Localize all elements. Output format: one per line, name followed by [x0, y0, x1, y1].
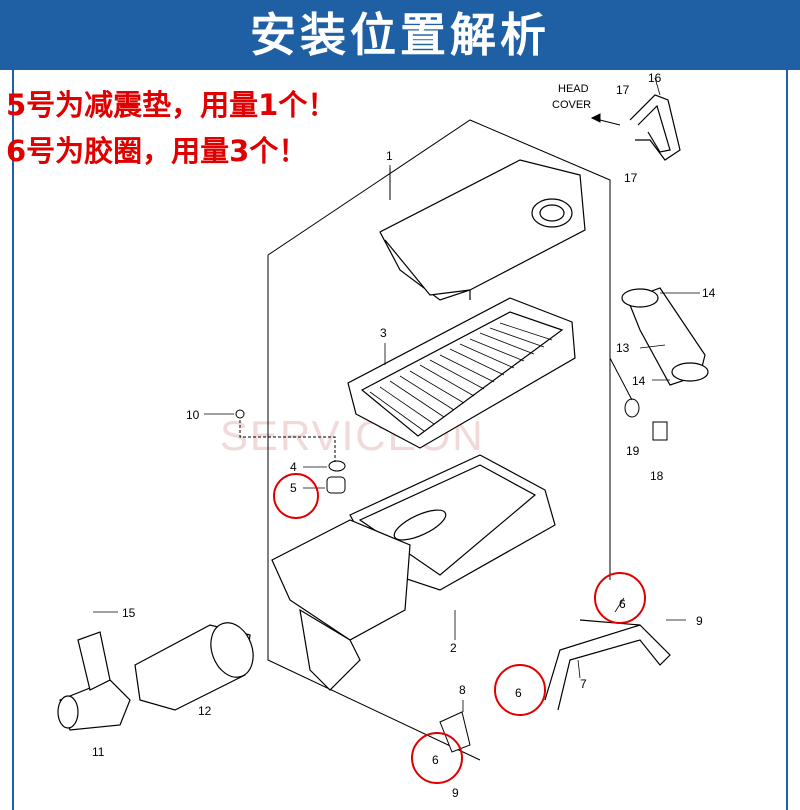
label-part-14-bottom: 14: [632, 374, 646, 388]
highlight-circles: [273, 473, 646, 784]
highlight-part-6-right: [594, 572, 646, 624]
label-part-9-right: 9: [696, 614, 703, 628]
label-part-13: 13: [616, 341, 630, 355]
air-filter-element: [347, 297, 576, 449]
label-part-19: 19: [626, 444, 640, 458]
label-part-4: 4: [290, 460, 297, 474]
label-part-17-top: 17: [616, 83, 630, 97]
bracket: [544, 619, 671, 711]
leader-lines: [93, 77, 700, 712]
breather-hose: [629, 94, 681, 161]
highlight-part-5: [273, 473, 319, 519]
label-part-17-bottom: 17: [624, 171, 638, 185]
label-part-1: 1: [386, 149, 393, 163]
label-part-6-bottom: 6: [432, 753, 439, 767]
label-part-14-top: 14: [702, 286, 716, 300]
label-part-3: 3: [380, 326, 387, 340]
label-part-9-bottom: 9: [452, 786, 459, 800]
sensor: [609, 357, 668, 441]
air-duct: [57, 622, 254, 731]
content-frame: [12, 70, 788, 810]
label-part-15: 15: [122, 606, 136, 620]
head-cover-label-line2: COVER: [552, 99, 591, 111]
note-part-5: 5号为减震垫，用量1个！: [6, 88, 337, 122]
label-part-16: 16: [648, 71, 662, 85]
label-part-6-middle: 6: [515, 686, 522, 700]
label-part-8: 8: [459, 683, 466, 697]
highlight-part-6-bottom: [411, 732, 463, 784]
highlight-part-6-middle: [494, 664, 546, 716]
note-part-6: 6号为胶圈，用量3个！: [6, 134, 308, 168]
part-numbers: 1 2 3 4 5 6 6 6 7 8 9 9 10 11 12 13 14 1…: [92, 71, 716, 800]
label-part-11: 11: [92, 745, 105, 759]
label-part-2: 2: [450, 641, 457, 655]
head-cover-arrow: [590, 113, 621, 126]
head-cover-label-line1: HEAD: [558, 83, 589, 95]
air-cleaner-lower-case: [271, 454, 556, 691]
inlet-hose: [621, 287, 709, 386]
label-part-12: 12: [198, 704, 212, 718]
label-part-18: 18: [650, 469, 664, 483]
title-banner: [0, 0, 800, 70]
damper-parts: [235, 409, 346, 494]
banner-title: 安装位置解析: [250, 8, 550, 62]
label-part-7: 7: [580, 677, 587, 691]
label-part-10: 10: [186, 408, 200, 422]
air-cleaner-cover: [379, 159, 586, 301]
label-part-5: 5: [290, 481, 297, 495]
label-part-6-right: 6: [619, 597, 626, 611]
small-bracket: [439, 711, 471, 753]
